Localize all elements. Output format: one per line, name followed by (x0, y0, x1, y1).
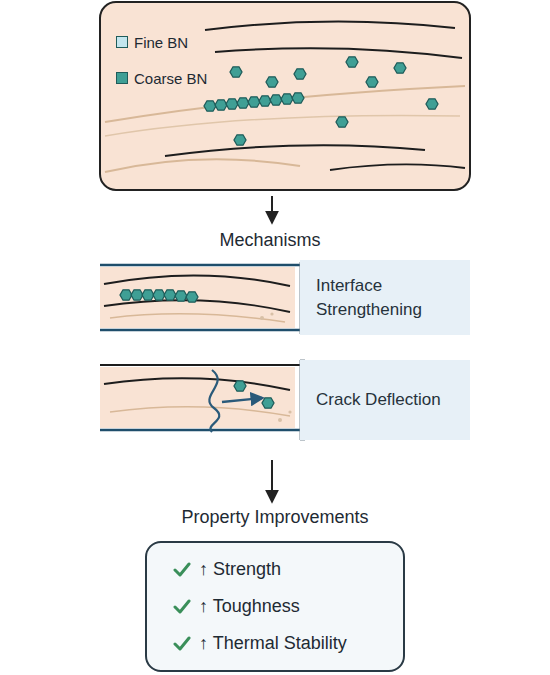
check-mark (173, 562, 191, 578)
mechanism-name: Crack Deflection (316, 388, 441, 412)
check-mark (173, 636, 191, 652)
legend: Fine BN Coarse BN (116, 24, 207, 96)
property-item: ↑ Strength (173, 551, 391, 588)
flow-arrow (271, 460, 273, 501)
flow-arrow (271, 196, 273, 222)
property-text: ↑ Thermal Stability (199, 633, 347, 654)
legend-text: Coarse BN (134, 70, 207, 87)
legend-swatch (116, 36, 128, 48)
check-mark (173, 599, 191, 615)
mechanism-label: Interface Strengthening (300, 260, 470, 335)
legend-entry: Fine BN (116, 24, 207, 60)
property-item: ↑ Thermal Stability (173, 625, 391, 662)
property-item: ↑ Toughness (173, 588, 391, 625)
legend-text: Fine BN (134, 34, 188, 51)
property-text: ↑ Toughness (199, 596, 300, 617)
mechanism-label: Crack Deflection (300, 360, 470, 440)
section-heading: Mechanisms (100, 228, 470, 252)
interface-illustration (100, 262, 305, 334)
composite-panel (100, 2, 470, 190)
property-text: ↑ Strength (199, 559, 281, 580)
section-heading: Property Improvements (145, 505, 405, 529)
property-box: Property Improvements ↑ Strength ↑ Toughne… (145, 505, 405, 672)
crack-illustration (100, 360, 305, 440)
mechanism-name: Interface Strengthening (316, 274, 458, 322)
mechanisms-group: MechanismsInterface StrengtheningCrack D… (100, 228, 470, 446)
property-panel: ↑ Strength ↑ Toughness ↑ Thermal Stability (145, 541, 405, 672)
legend-swatch (116, 72, 128, 84)
legend-entry: Coarse BN (116, 60, 207, 96)
